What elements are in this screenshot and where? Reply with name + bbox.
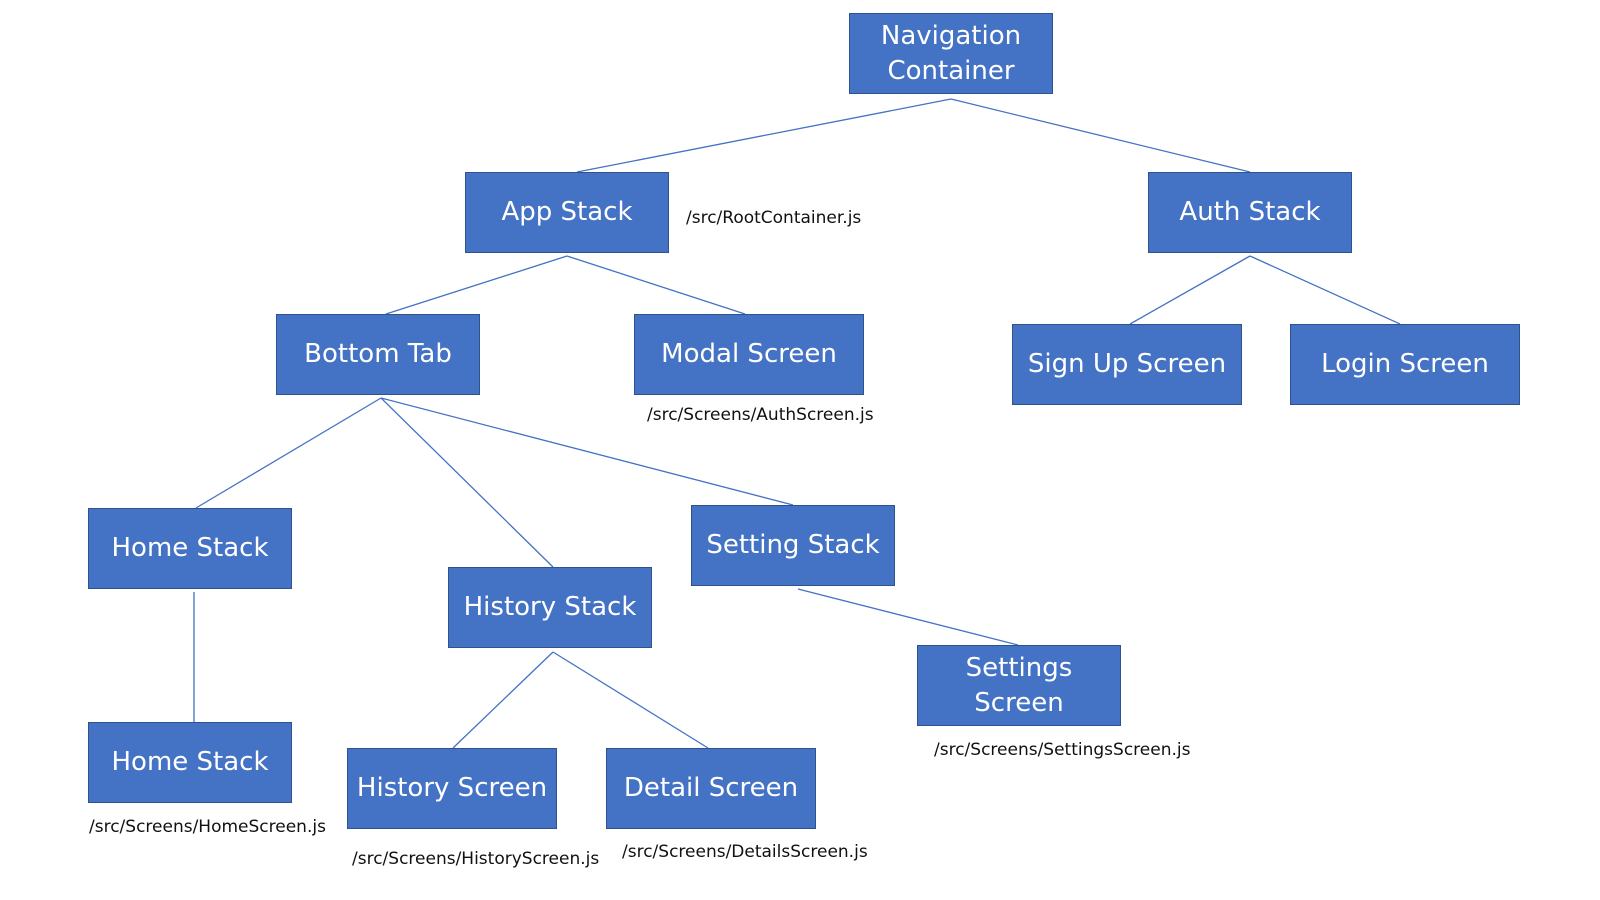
edge-navigation-to-auth-stack: [950, 98, 1251, 173]
edge-history-stack-to-detail-screen: [552, 651, 709, 749]
edge-navigation-to-app-stack: [576, 98, 952, 173]
home-stack-node: Home Stack: [88, 508, 292, 589]
history-screen-label: History Screen: [356, 773, 548, 803]
home-screen-path-label: /src/Screens/HomeScreen.js: [89, 817, 326, 837]
setting-stack-node: Setting Stack: [691, 505, 895, 586]
settings-screen-path-label: /src/Screens/SettingsScreen.js: [934, 740, 1191, 760]
edge-setting-stack-to-settings-screen: [797, 588, 1019, 646]
history-stack-label: History Stack: [463, 592, 637, 622]
home-stack-label: Home Stack: [111, 533, 269, 563]
app-stack-node: App Stack: [465, 172, 669, 253]
navigation-container-line-2: Container: [887, 55, 1015, 86]
login-screen-label: Login Screen: [1321, 349, 1489, 379]
auth-stack-label: Auth Stack: [1179, 197, 1321, 227]
login-screen-node: Login Screen: [1290, 324, 1520, 405]
edge-bottom-tab-to-history-stack: [380, 397, 554, 568]
sign-up-screen-label: Sign Up Screen: [1027, 349, 1227, 379]
detail-screen-node: Detail Screen: [606, 748, 816, 829]
settings-screen-line-2: Screen: [974, 687, 1064, 718]
modal-screen-label: Modal Screen: [661, 339, 837, 369]
settings-screen-node: Settings Screen: [917, 645, 1121, 726]
sign-up-screen-node: Sign Up Screen: [1012, 324, 1242, 405]
history-stack-node: History Stack: [448, 567, 652, 648]
modal-screen-node: Modal Screen: [634, 314, 864, 395]
home-stack-child-label: Home Stack: [111, 747, 269, 777]
bottom-tab-node: Bottom Tab: [276, 314, 480, 395]
history-screen-node: History Screen: [347, 748, 557, 829]
home-stack-child-node: Home Stack: [88, 722, 292, 803]
auth-screen-path-label: /src/Screens/AuthScreen.js: [647, 405, 874, 425]
history-screen-path-label: /src/Screens/HistoryScreen.js: [352, 849, 600, 869]
detail-screen-label: Detail Screen: [623, 773, 799, 803]
edge-bottom-tab-to-setting-stack: [380, 397, 794, 506]
edge-auth-stack-to-sign-up-screen: [1129, 255, 1251, 325]
navigation-container-node: Navigation Container: [849, 13, 1053, 94]
navigation-container-line-1: Navigation: [880, 20, 1022, 51]
details-screen-path-label: /src/Screens/DetailsScreen.js: [622, 842, 868, 862]
edge-auth-stack-to-login-screen: [1249, 255, 1401, 325]
edge-app-stack-to-modal-screen: [566, 255, 746, 315]
setting-stack-label: Setting Stack: [706, 530, 880, 560]
auth-stack-node: Auth Stack: [1148, 172, 1352, 253]
app-stack-label: App Stack: [501, 197, 633, 227]
edge-bottom-tab-to-home-stack: [195, 397, 382, 509]
bottom-tab-label: Bottom Tab: [304, 339, 452, 369]
edge-history-stack-to-history-screen: [452, 651, 554, 749]
root-container-path-label: /src/RootContainer.js: [686, 208, 862, 228]
settings-screen-line-1: Settings: [965, 652, 1073, 683]
edge-app-stack-to-bottom-tab: [385, 255, 568, 315]
